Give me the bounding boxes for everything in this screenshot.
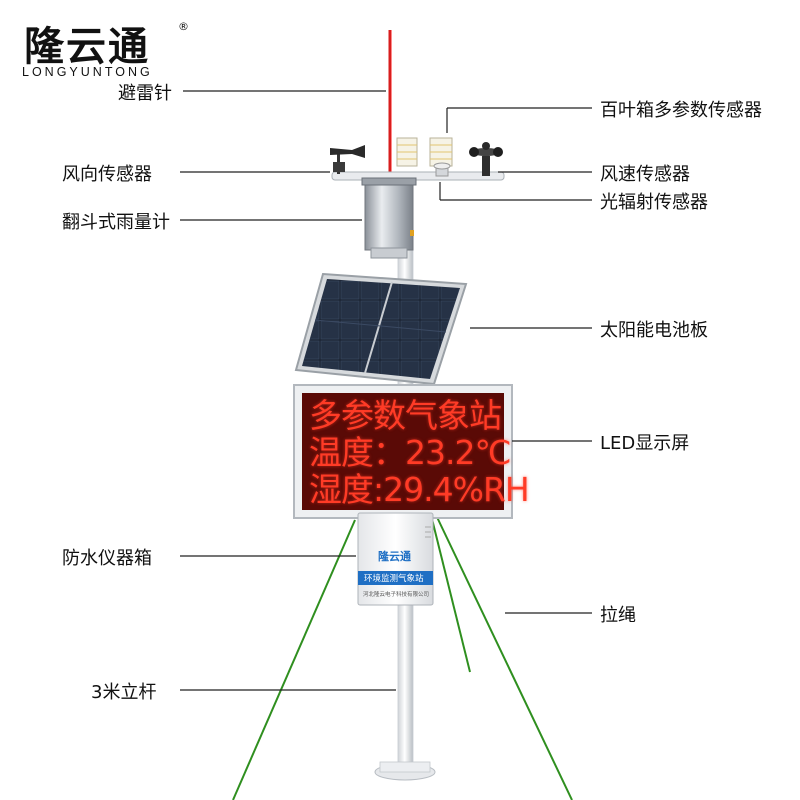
louver-box-sensor: [396, 137, 453, 167]
label-rain-gauge: 翻斗式雨量计: [62, 212, 170, 233]
box-company: 河北隆云电子科技有限公司: [363, 592, 430, 598]
brand-logo: 隆云通 ® LONGYUNTONG: [20, 14, 190, 84]
led-line-temperature: 温度：23.2℃: [309, 433, 512, 472]
guy-wires: [232, 514, 573, 800]
box-title: 环境监测气象站: [364, 574, 424, 584]
label-pole: 3米立杆: [91, 682, 157, 703]
anemometer: [469, 142, 503, 176]
lightning-rod: [388, 30, 392, 180]
label-led-screen: LED显示屏: [600, 433, 690, 454]
label-wind-direction-sensor: 风向传感器: [62, 164, 152, 185]
label-guy-wire: 拉绳: [600, 605, 636, 626]
registered-mark: ®: [178, 20, 189, 33]
brand-name-cn: 隆云通: [24, 24, 150, 70]
label-wind-speed-sensor: 风速传感器: [600, 164, 690, 185]
brand-name-en: LONGYUNTONG: [22, 65, 153, 79]
label-waterproof-box: 防水仪器箱: [62, 548, 152, 569]
solar-panel: [294, 272, 468, 386]
led-screen: [293, 384, 513, 519]
label-louver-box-sensor: 百叶箱多参数传感器: [600, 100, 762, 121]
radiation-sensor: [433, 162, 451, 177]
led-line-title: 多参数气象站: [309, 396, 502, 435]
label-solar-panel: 太阳能电池板: [600, 320, 708, 341]
rain-gauge: [361, 177, 417, 259]
box-logo: 隆云通: [378, 550, 411, 563]
wind-vane: [330, 145, 365, 174]
led-line-humidity: 湿度:29.4%RH: [309, 470, 530, 509]
label-lightning-rod: 避雷针: [118, 83, 172, 104]
crossarm: [331, 171, 505, 181]
leader-lines: [180, 90, 592, 691]
instrument-box: [357, 512, 434, 606]
label-radiation-sensor: 光辐射传感器: [600, 192, 708, 213]
